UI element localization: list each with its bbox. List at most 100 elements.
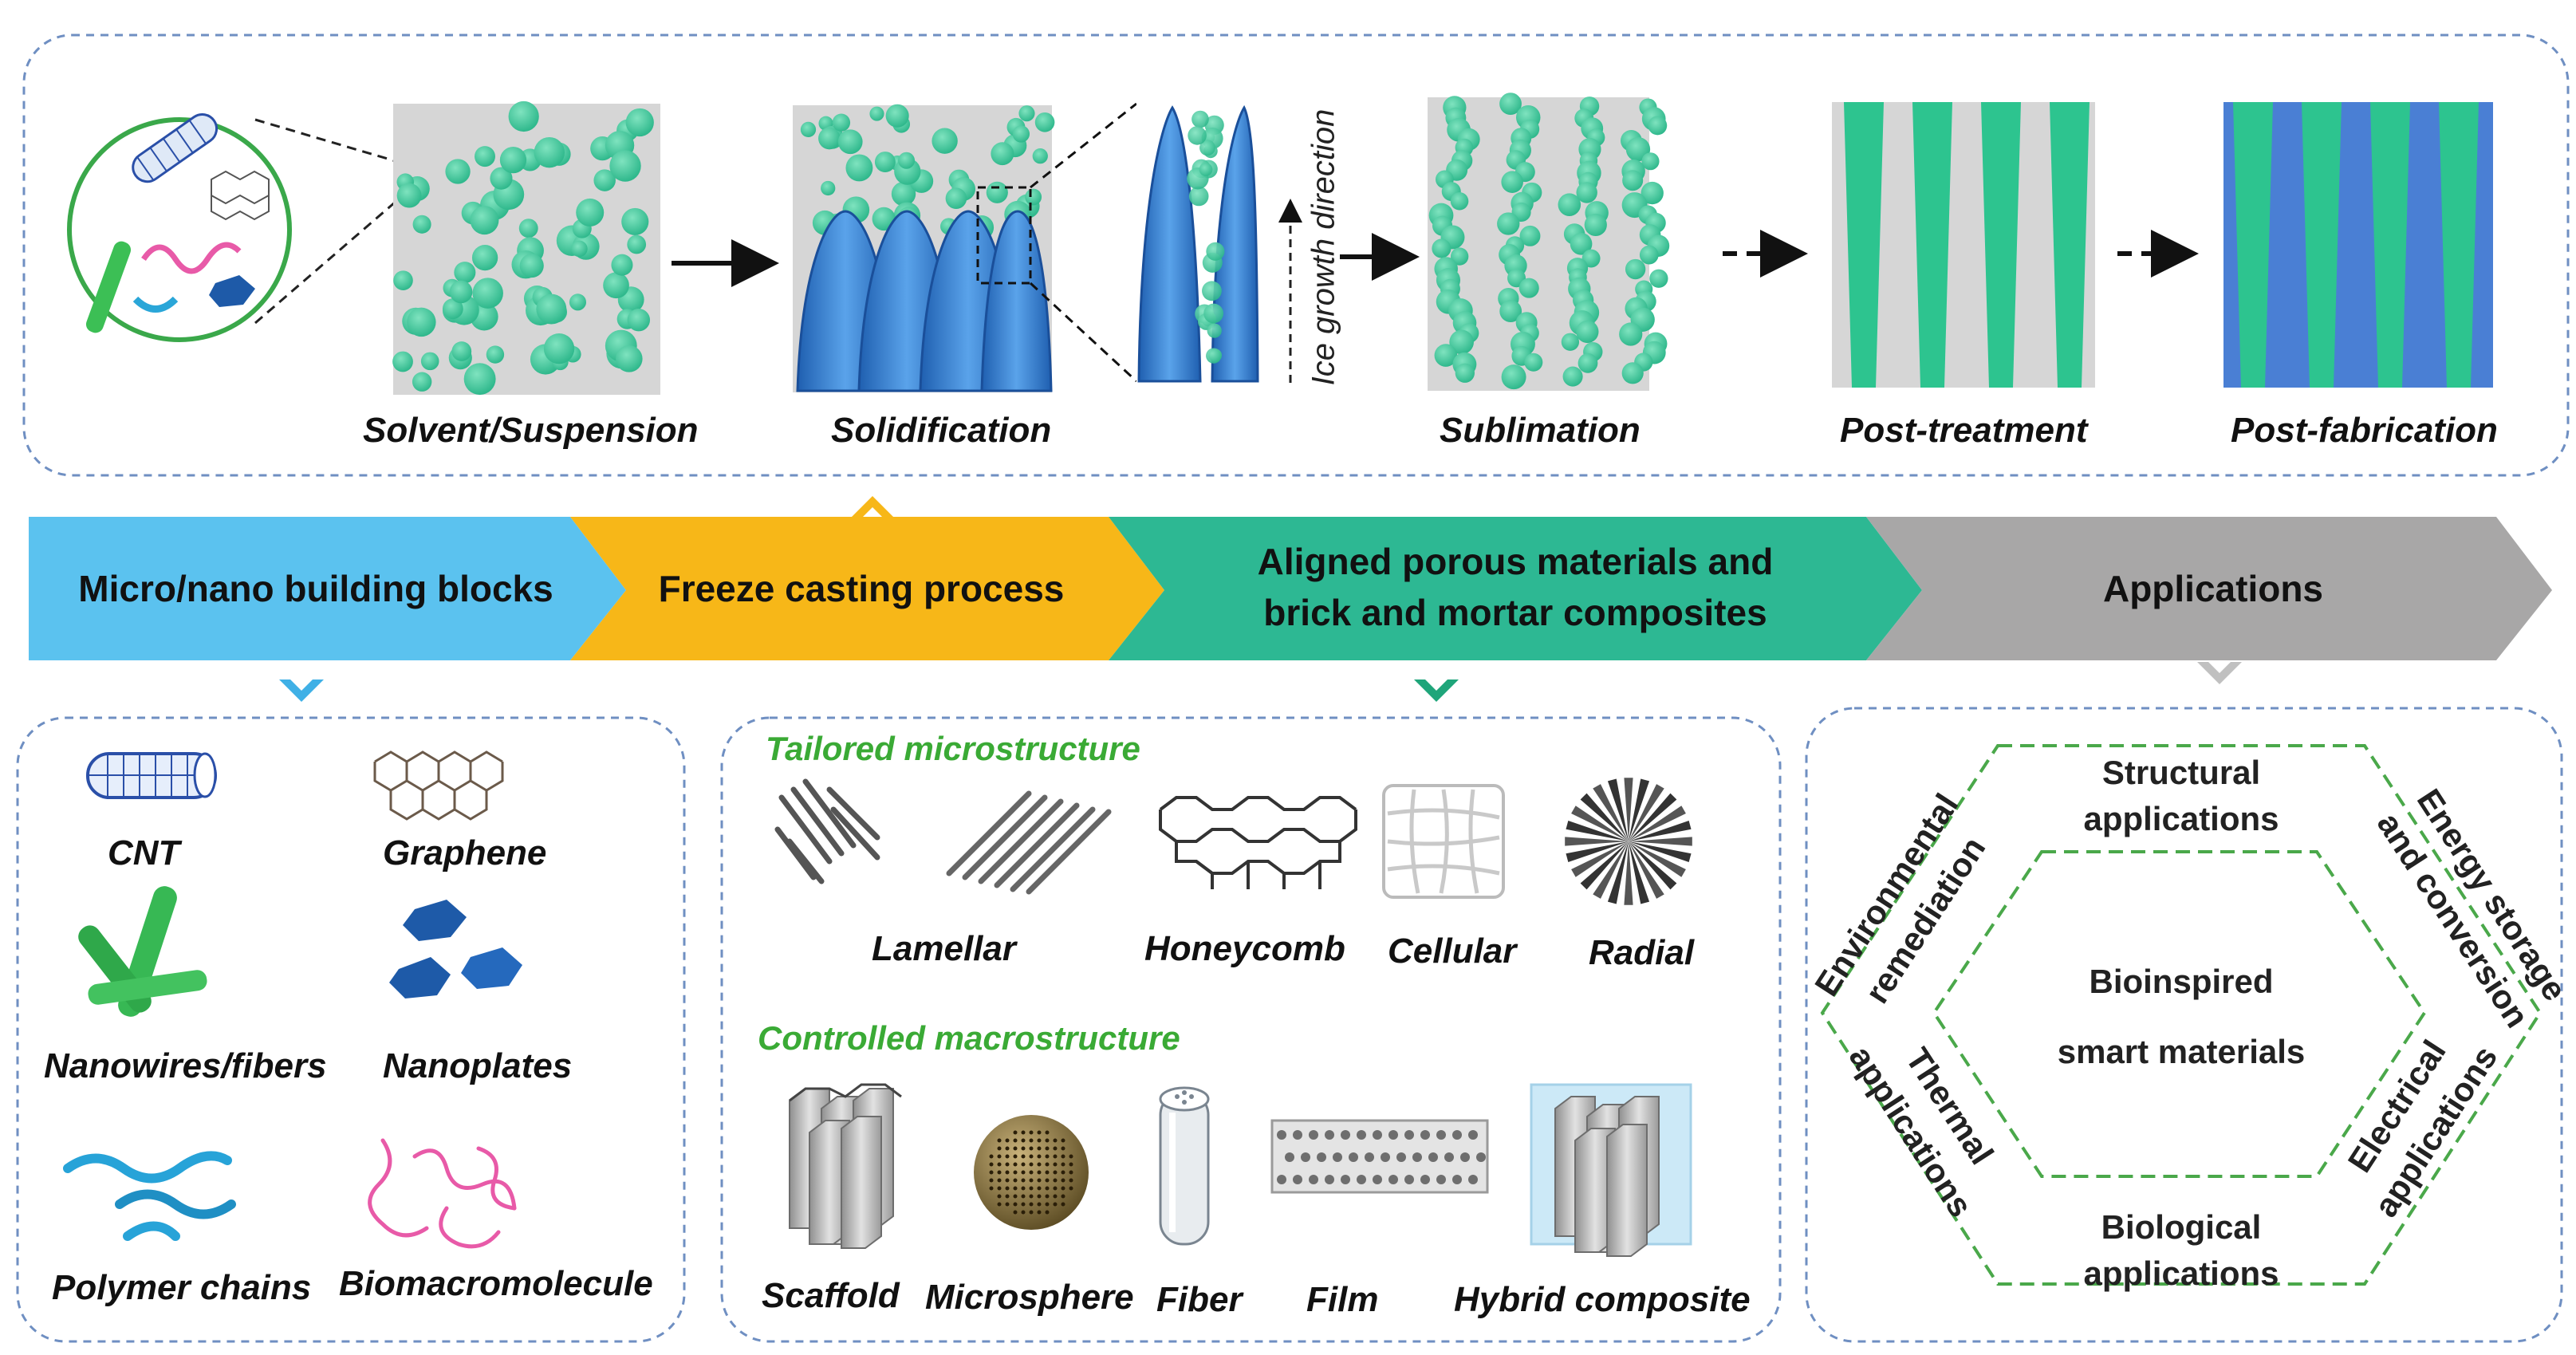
- particle: [593, 169, 616, 191]
- particle: [832, 113, 851, 132]
- particle: [1005, 1138, 1010, 1143]
- stage-label-freeze-casting: Freeze casting process: [658, 568, 1065, 609]
- process-panel: [22, 33, 2570, 477]
- ice-direction-label: Ice growth direction: [1306, 108, 1341, 386]
- particle: [1069, 1162, 1073, 1167]
- particle: [1069, 1154, 1073, 1159]
- step-label-sublimation: Sublimation: [1440, 411, 1641, 450]
- particle: [1029, 1194, 1034, 1199]
- particle: [1301, 1152, 1310, 1162]
- particle: [534, 136, 565, 168]
- particle: [486, 345, 505, 364]
- app-biological-2: applications: [2083, 1255, 2279, 1292]
- particle: [1524, 353, 1543, 372]
- particle: [1188, 126, 1207, 145]
- particle: [1021, 1162, 1026, 1167]
- particle: [1061, 1186, 1065, 1191]
- particle: [989, 1154, 994, 1159]
- particle: [989, 1186, 994, 1191]
- particle: [571, 240, 588, 258]
- particle: [442, 298, 463, 320]
- particle: [1021, 1178, 1026, 1183]
- particle: [393, 270, 413, 290]
- step-label-post-fabrication: Post-fabrication: [2231, 411, 2498, 450]
- particle: [1013, 1146, 1018, 1151]
- particle: [1468, 1130, 1478, 1140]
- particle: [1045, 1202, 1050, 1207]
- particle: [885, 104, 909, 128]
- radial-wedge: [1566, 820, 1629, 841]
- particle: [536, 293, 567, 325]
- microsphere-icon: [974, 1115, 1089, 1230]
- particle: [1584, 213, 1607, 237]
- particle: [1388, 1130, 1398, 1140]
- radial-wedge: [1580, 793, 1629, 841]
- particle: [1428, 1152, 1438, 1162]
- stage-label-aligned-porous-1: Aligned porous materials and: [1257, 541, 1774, 582]
- particle: [1293, 1130, 1302, 1140]
- radial-wedge: [1571, 841, 1629, 877]
- particle: [1005, 1162, 1010, 1167]
- particle: [991, 142, 1014, 166]
- particle: [1396, 1152, 1406, 1162]
- radial-wedge: [1629, 841, 1692, 863]
- radial-wedge: [1629, 784, 1664, 841]
- particle: [1325, 1130, 1334, 1140]
- macro-label-fiber: Fiber: [1156, 1280, 1243, 1319]
- particle: [1018, 105, 1035, 122]
- particle: [1069, 1170, 1073, 1175]
- particle: [1202, 281, 1222, 301]
- particle: [1013, 1130, 1018, 1135]
- particle: [1452, 1175, 1462, 1184]
- macro-label-microsphere: Microsphere: [925, 1278, 1134, 1317]
- particle: [997, 1186, 1002, 1191]
- particle: [1450, 191, 1469, 211]
- particle: [1649, 269, 1668, 288]
- particle: [800, 121, 817, 138]
- flow-stage-3: [1109, 517, 1922, 660]
- particle: [472, 278, 503, 309]
- particle: [1045, 1194, 1050, 1199]
- particle: [1333, 1152, 1342, 1162]
- particle: [396, 183, 422, 208]
- particle: [1349, 1152, 1358, 1162]
- particle: [1325, 1175, 1334, 1184]
- particle: [1203, 303, 1224, 324]
- particle: [625, 108, 654, 137]
- particle: [1188, 186, 1209, 207]
- particle: [1029, 1138, 1034, 1143]
- particle: [1061, 1154, 1065, 1159]
- block-label-biomacromolecule: Biomacromolecule: [339, 1264, 653, 1303]
- particle: [518, 219, 538, 238]
- polymer-chains-icon: [63, 1151, 236, 1241]
- particle: [1005, 1202, 1010, 1207]
- particle: [997, 1146, 1002, 1151]
- block-label-graphene: Graphene: [383, 833, 547, 872]
- block-label-nanowires: Nanowires/fibers: [44, 1046, 327, 1085]
- particle: [1621, 362, 1644, 384]
- particle: [1021, 1138, 1026, 1143]
- film-icon: [1270, 1119, 1489, 1194]
- particle: [997, 1154, 1002, 1159]
- particle: [874, 152, 896, 173]
- particle: [1648, 116, 1668, 136]
- cnt-icon: [86, 752, 217, 799]
- radial-wedge: [1629, 820, 1692, 841]
- down-chevron-icon-3: [2197, 662, 2242, 684]
- particle: [470, 206, 499, 235]
- radial-wedge: [1593, 784, 1629, 841]
- particle: [1045, 1162, 1050, 1167]
- micro-label-honeycomb: Honeycomb: [1144, 929, 1345, 968]
- particle: [1029, 1130, 1034, 1135]
- particle: [1032, 148, 1048, 164]
- particle: [818, 127, 841, 150]
- step-label-solidification: Solidification: [831, 411, 1052, 450]
- ice-zoom-box: [1136, 104, 1259, 383]
- radial-wedge: [1624, 841, 1633, 905]
- particle: [1450, 247, 1469, 266]
- particle: [1444, 1152, 1454, 1162]
- nanowires-icon: [78, 886, 207, 1017]
- particle: [1501, 171, 1523, 193]
- particle: [1277, 1130, 1286, 1140]
